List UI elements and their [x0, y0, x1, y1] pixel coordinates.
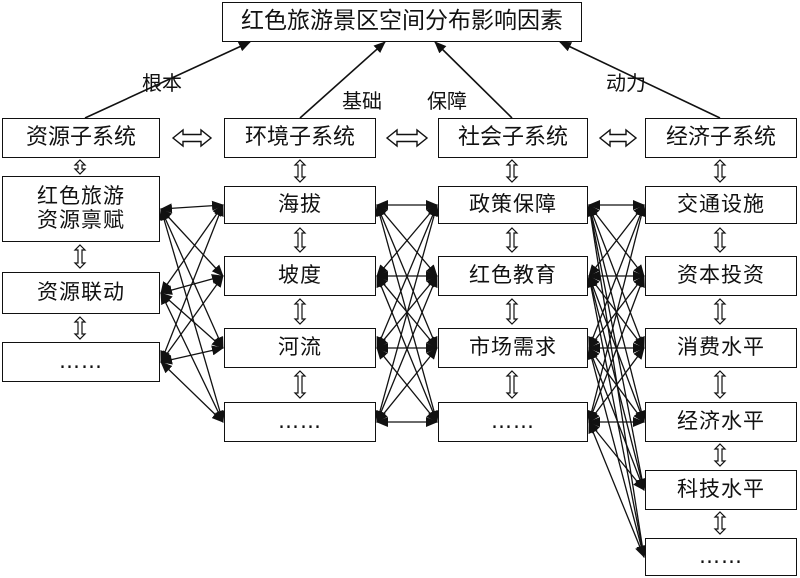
vertical-link-3 [73, 159, 87, 175]
factor-red-education: 红色教育 [438, 256, 588, 296]
vertical-link-10 [505, 159, 519, 183]
factor-market-demand: 市场需求 [438, 328, 588, 368]
factor-slope: 坡度 [224, 256, 376, 296]
connector-46 [376, 347, 438, 423]
label-basis: 基础 [342, 89, 382, 113]
connector-58 [586, 275, 647, 491]
vertical-link-15 [713, 227, 727, 253]
vertical-link-18 [713, 443, 727, 467]
vertical-link-19 [713, 511, 727, 535]
factor-economic-level: 经济水平 [645, 402, 797, 442]
vertical-link-6 [293, 159, 307, 183]
factor-altitude: 海拔 [224, 186, 376, 224]
vertical-link-11 [505, 227, 519, 253]
label-power: 动力 [606, 71, 646, 95]
factor-transport: 交通设施 [645, 186, 797, 224]
connector-30 [160, 345, 224, 365]
vertical-link-17 [713, 370, 727, 399]
connector-29 [160, 275, 224, 363]
vertical-link-9 [293, 370, 307, 399]
factor-resource-endowment: 红色旅游 资源禀赋 [2, 176, 160, 242]
connector-64 [588, 347, 645, 491]
subsystem-resource: 资源子系统 [2, 118, 160, 158]
label-root: 根本 [142, 71, 182, 95]
arrow-resource-to-title [84, 41, 251, 119]
connector-20 [160, 200, 224, 214]
connector-31 [160, 361, 224, 423]
vertical-link-4 [73, 244, 87, 269]
factor-consumption: 消费水平 [645, 328, 797, 368]
subsystem-economic: 经济子系统 [645, 118, 797, 158]
title-box: 红色旅游景区空间分布影响因素 [222, 2, 582, 42]
system-link-2 [598, 128, 638, 148]
arrow-economic-to-title [559, 41, 721, 119]
arrow-environment-to-title [299, 41, 386, 119]
factor-social-more: …… [438, 402, 588, 442]
connector-27 [160, 292, 224, 423]
factor-resource-linkage: 资源联动 [2, 272, 160, 314]
vertical-link-16 [713, 298, 727, 325]
connector-68 [588, 347, 645, 423]
factor-economic-more: …… [645, 538, 797, 576]
system-link-0 [171, 128, 213, 148]
vertical-link-5 [73, 316, 87, 340]
factor-resource-endowment-line2: 资源禀赋 [37, 208, 125, 232]
factor-resource-endowment-line1: 红色旅游 [37, 184, 125, 209]
vertical-link-8 [293, 298, 307, 325]
arrow-social-to-title [434, 41, 513, 119]
factor-resource-more: …… [2, 342, 160, 382]
subsystem-social: 社会子系统 [438, 118, 588, 158]
factor-capital-investment: 资本投资 [645, 256, 797, 296]
vertical-link-7 [293, 227, 307, 253]
label-guarantee: 保障 [427, 89, 467, 113]
factor-technology: 科技水平 [645, 470, 797, 510]
vertical-link-12 [505, 298, 519, 325]
vertical-link-13 [505, 370, 519, 399]
connector-23 [159, 208, 225, 423]
factor-environment-more: …… [224, 402, 376, 442]
system-link-1 [385, 128, 429, 148]
subsystem-environment: 环境子系统 [224, 118, 376, 158]
factor-river: 河流 [224, 328, 376, 368]
vertical-link-14 [713, 159, 727, 183]
connector-71 [588, 421, 645, 558]
factor-policy: 政策保障 [438, 186, 588, 224]
connector-59 [586, 275, 647, 558]
